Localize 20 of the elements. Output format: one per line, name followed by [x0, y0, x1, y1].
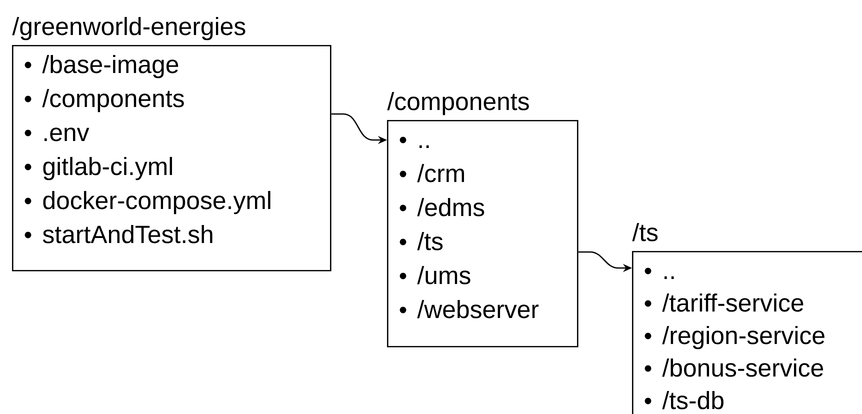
list-item: /components	[42, 88, 184, 112]
list-item: ..	[664, 276, 674, 279]
list-item: ..	[419, 145, 429, 148]
list-item: startAndTest.sh	[42, 224, 212, 244]
list-item: gitlab-ci.yml	[43, 156, 172, 180]
list-item: /ts	[417, 232, 443, 250]
list-item: /crm	[417, 164, 464, 182]
list-item: /bonus-service	[662, 358, 824, 377]
list-item: docker-compose.yml	[43, 190, 270, 214]
list-item: /region-service	[662, 326, 824, 350]
folder-title: /ts	[632, 222, 658, 242]
list-item: /edms	[417, 198, 484, 216]
list-item: /base-image	[42, 54, 178, 78]
list-item: /ums	[417, 266, 470, 284]
list-item: /ts-db	[662, 390, 724, 410]
folder-title: /greenworld-energies	[12, 16, 246, 40]
list-item: /webserver	[417, 300, 539, 318]
list-item: /tariff-service	[662, 293, 804, 312]
folder-title: /components	[387, 92, 529, 116]
list-item: .env	[44, 128, 90, 142]
